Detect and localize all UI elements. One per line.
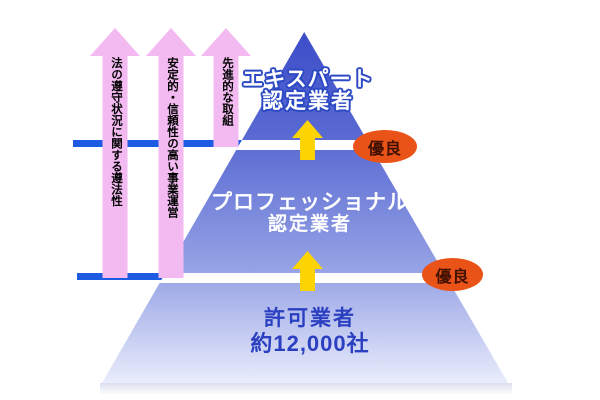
tier-label-permitted: 許可業者 約12,000社 [107,307,513,356]
tier-expert-line2: 認定業者 [262,90,354,113]
excellent-badge-lower: 優良 [422,258,483,291]
excellent-badge-upper: 優良 [353,130,417,163]
tier-permitted-line2: 約12,000社 [250,331,370,356]
tier-label-expert: エキスパート 認定業者 [105,68,511,113]
excellent-badge-label: 優良 [435,268,470,286]
tier-professional-line1: プロフェッショナル [211,191,409,214]
side-arrow-advanced-label: 先進的な取組 [221,57,233,126]
tier-permitted-line1: 許可業者 [264,307,356,330]
tier-professional-line2: 認定業者 [267,214,352,235]
pyramid-base-shadow [100,383,512,395]
tier-label-professional: プロフェッショナル 認定業者 [107,191,513,235]
side-arrow-stability-label: 安定的・信頼性の高い事業運営 [166,57,178,218]
side-arrow-compliance-label: 法の遵守状況に関する遵法性 [110,57,122,207]
excellent-badge-label: 優良 [367,140,402,158]
tier-expert-line1: エキスパート [242,68,374,91]
